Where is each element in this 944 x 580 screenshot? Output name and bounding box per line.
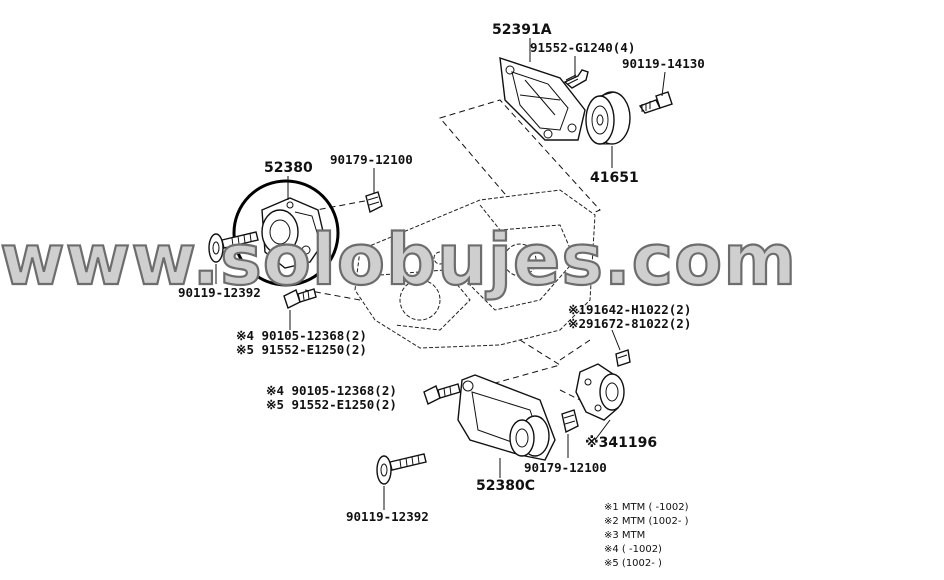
footnotes: ※1 MTM ( -1002) ※2 MTM (1002- ) ※3 MTM ※… [604,502,689,569]
label-90179-12100-top: 90179-12100 [330,152,413,167]
bolt-91642-91672 [615,349,631,367]
label-90179-12100-bottom: 90179-12100 [524,460,607,475]
label-90119-14130: 90119-14130 [622,56,705,71]
bolt-90119-12392-bottom [376,453,427,485]
tensioner-52380 [261,197,326,269]
footnote-5: ※5 (1002- ) [604,558,662,569]
tensioner-41196 [575,363,625,421]
bracket-52380c [457,374,556,461]
label-91552-e1250-top: ※5 91552-E1250(2) [236,342,367,357]
bracket-52391a [499,56,586,141]
label-91672-81022: ※291672-81022(2) [568,316,691,331]
label-91552-e1250-bottom: ※5 91552-E1250(2) [266,397,397,412]
bolt-90105-91552-bottom [423,383,461,405]
footnote-1: ※1 MTM ( -1002) [604,502,689,513]
bolt-90105-91552-top [283,288,317,309]
bolt-90119-12392-top [208,231,259,263]
label-90119-12392-top: 90119-12392 [178,285,261,300]
label-90119-12392-bottom: 90119-12392 [346,509,429,524]
engine-block-outline [354,189,596,349]
bolt-90119-14130 [638,91,673,114]
label-90105-12368-top: ※4 90105-12368(2) [236,328,367,343]
footnote-3: ※3 MTM [604,530,645,541]
label-52380: 52380 [264,160,313,176]
label-52380c: 52380C [476,478,535,494]
footnote-2: ※2 MTM (1002- ) [604,516,689,527]
label-41651: 41651 [590,170,639,186]
leader-lines [215,38,666,510]
label-90105-12368-bottom: ※4 90105-12368(2) [266,383,397,398]
watermark-text: www.solobujes.com [0,219,797,301]
label-41196: ※341196 [585,435,657,451]
stud-90179-12100-top [365,191,383,214]
idler-pulley-41651 [585,91,631,145]
highlight-circle [232,179,340,287]
stud-90179-12100-bottom [561,409,579,434]
bolt-91552-g1240 [563,69,589,89]
footnote-4: ※4 ( -1002) [604,544,662,555]
label-91552-g1240: 91552-G1240(4) [530,40,635,55]
label-91642-h1022: ※191642-H1022(2) [568,302,691,317]
label-52391a: 52391A [492,22,552,38]
